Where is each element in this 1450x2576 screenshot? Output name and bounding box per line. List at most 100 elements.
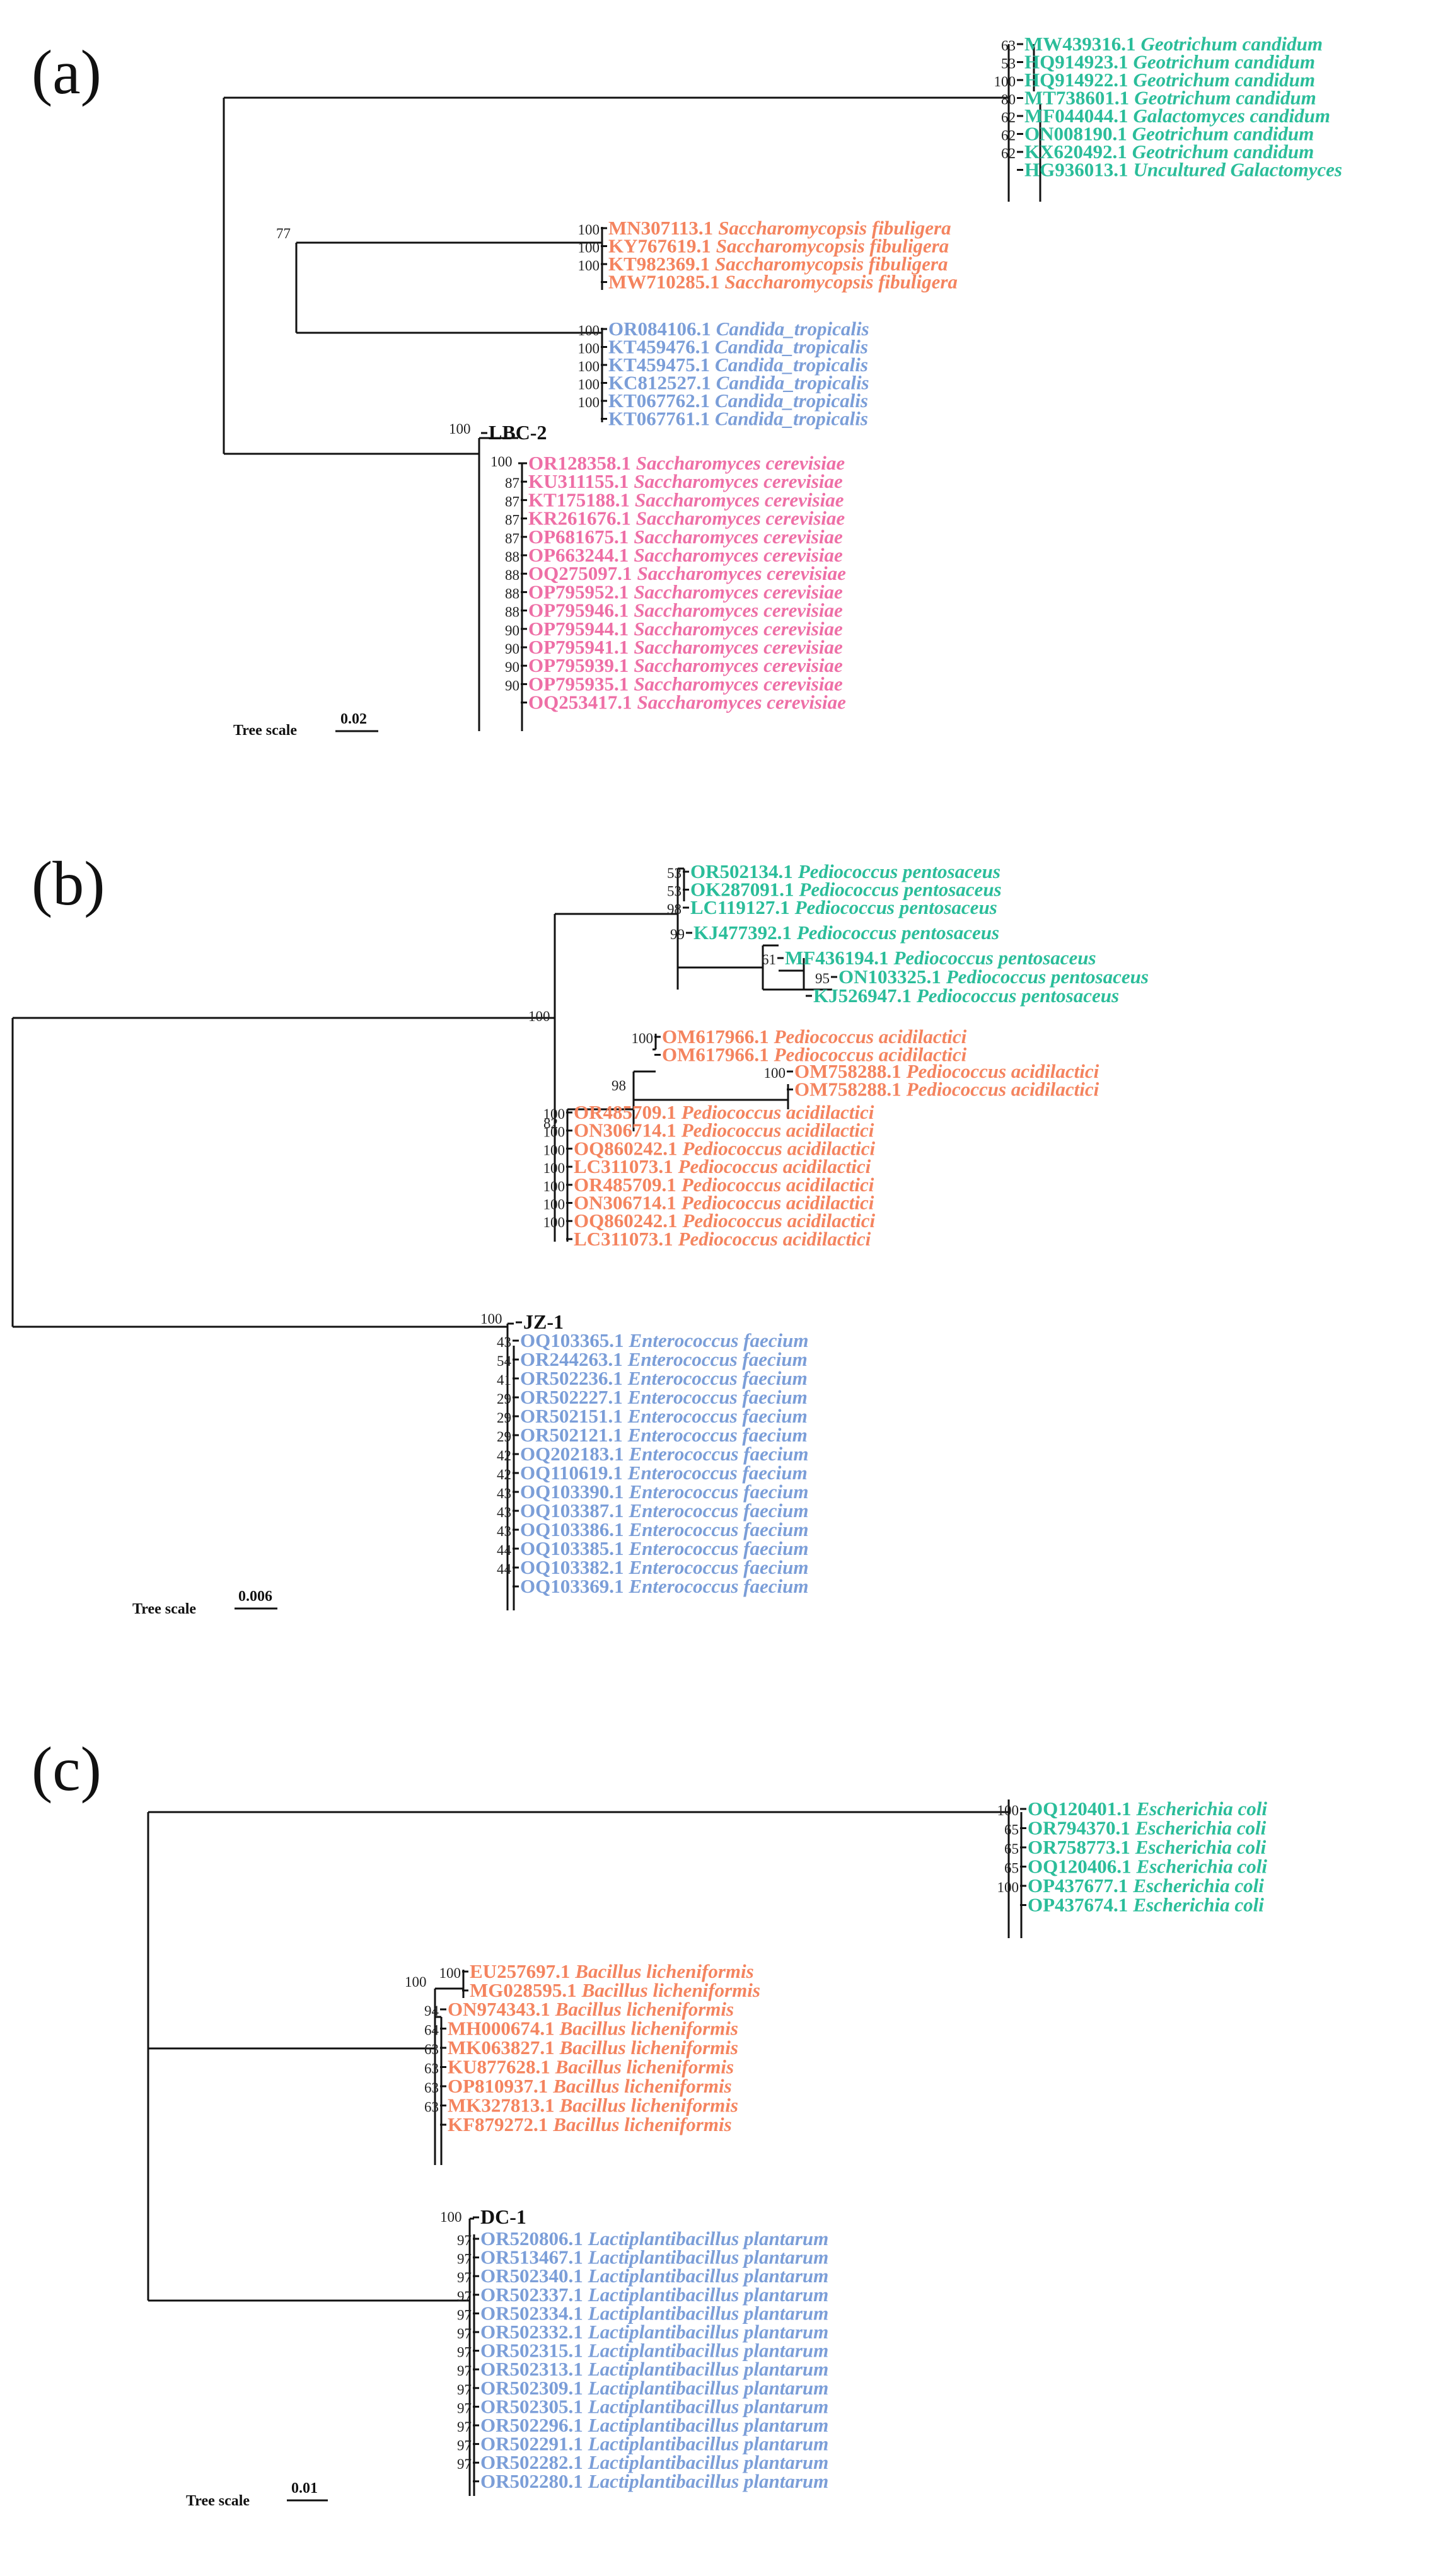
panel-a-label: (a) xyxy=(32,37,102,107)
accession: OM758288.1 xyxy=(794,1078,902,1100)
support-label: 63 xyxy=(424,2042,439,2057)
species-name: Pediococcus acidilactici xyxy=(678,1155,871,1177)
panel-b: (b) xyxy=(11,848,1149,1617)
accession: OR502282.1 xyxy=(480,2451,583,2473)
support-label: 42 xyxy=(497,1467,511,1482)
tree-scale-value: 0.01 xyxy=(291,2480,318,2497)
accession: OR128358.1 xyxy=(528,452,631,474)
accession: KT067761.1 xyxy=(608,408,710,430)
support-label: 100 xyxy=(449,421,471,437)
accession: OQ103386.1 xyxy=(520,1518,624,1540)
support-label: 97 xyxy=(457,2456,472,2472)
species-name: Geotrichum candidum xyxy=(1132,141,1314,163)
accession: OR502315.1 xyxy=(480,2340,583,2362)
accession: HQ914923.1 xyxy=(1024,51,1128,73)
accession: OP437677.1 xyxy=(1028,1874,1128,1897)
species-name: Lactiplantibacillus plantarum xyxy=(588,2414,829,2436)
support-label: 100 xyxy=(528,1008,550,1024)
species-name: Enterococcus faecium xyxy=(628,1329,808,1351)
accession: DC-1 xyxy=(480,2205,526,2228)
species-name: Pediococcus acidilactici xyxy=(682,1210,875,1232)
accession: OR502337.1 xyxy=(480,2284,583,2306)
support-label: 44 xyxy=(497,1542,512,1558)
species-name: Candida_tropicalis xyxy=(716,372,869,394)
accession: OR084106.1 xyxy=(608,318,711,340)
accession: OP795944.1 xyxy=(528,618,629,640)
species-name: Saccharomyces cerevisiae xyxy=(634,636,843,658)
species-name: Pediococcus pentosaceus xyxy=(798,860,1000,882)
support-label: 62 xyxy=(1001,128,1016,144)
accession: OM617966.1 xyxy=(662,1044,769,1066)
accession: MG028595.1 xyxy=(470,1979,577,2001)
accession: OP810937.1 xyxy=(448,2075,548,2097)
accession: KR261676.1 xyxy=(528,507,631,529)
support-label: 43 xyxy=(497,1505,511,1520)
accession: LC311073.1 xyxy=(574,1228,673,1250)
support-label: 29 xyxy=(497,1410,511,1426)
species-name: Saccharomyces cerevisiae xyxy=(634,673,843,695)
accession: MK327813.1 xyxy=(448,2094,555,2117)
accession: OR485709.1 xyxy=(574,1101,676,1123)
support-label: 53 xyxy=(667,884,682,899)
accession: OQ103369.1 xyxy=(520,1575,624,1597)
species-name: Enterococcus faecium xyxy=(627,1424,808,1446)
species-name: Saccharomyces cerevisiae xyxy=(634,654,843,676)
support-label: 82 xyxy=(543,1116,558,1131)
accession: KT175188.1 xyxy=(528,488,630,511)
species-name: Saccharomycopsis fibuligera xyxy=(725,271,958,293)
support-label: 100 xyxy=(440,2209,462,2225)
accession: OQ202183.1 xyxy=(520,1443,624,1465)
accession: KX620492.1 xyxy=(1024,141,1127,163)
accession: OP795935.1 xyxy=(528,673,629,695)
accession: OR502332.1 xyxy=(480,2321,583,2343)
species-name: Lactiplantibacillus plantarum xyxy=(588,2395,829,2417)
species-name: Saccharomyces cerevisiae xyxy=(634,599,843,621)
species-name: Enterococcus faecium xyxy=(628,1481,808,1503)
accession: OR502305.1 xyxy=(480,2395,583,2417)
support-label: 100 xyxy=(405,1974,427,1990)
species-name: Pediococcus pentosaceus xyxy=(946,966,1149,988)
accession: LC119127.1 xyxy=(690,896,790,918)
species-name: Saccharomyces cerevisiae xyxy=(635,488,844,511)
support-label: 63 xyxy=(424,2099,439,2115)
species-name: Uncultured Galactomyces xyxy=(1133,159,1342,181)
support-label: 100 xyxy=(997,1803,1019,1818)
species-name: Saccharomyces cerevisiae xyxy=(634,526,843,548)
support-label: 100 xyxy=(632,1031,654,1046)
accession: ON008190.1 xyxy=(1024,123,1127,145)
support-label: 63 xyxy=(424,2061,439,2077)
accession: OQ103385.1 xyxy=(520,1537,624,1559)
accession: OR502291.1 xyxy=(480,2433,583,2455)
panel-c-label: (c) xyxy=(32,1734,102,1804)
